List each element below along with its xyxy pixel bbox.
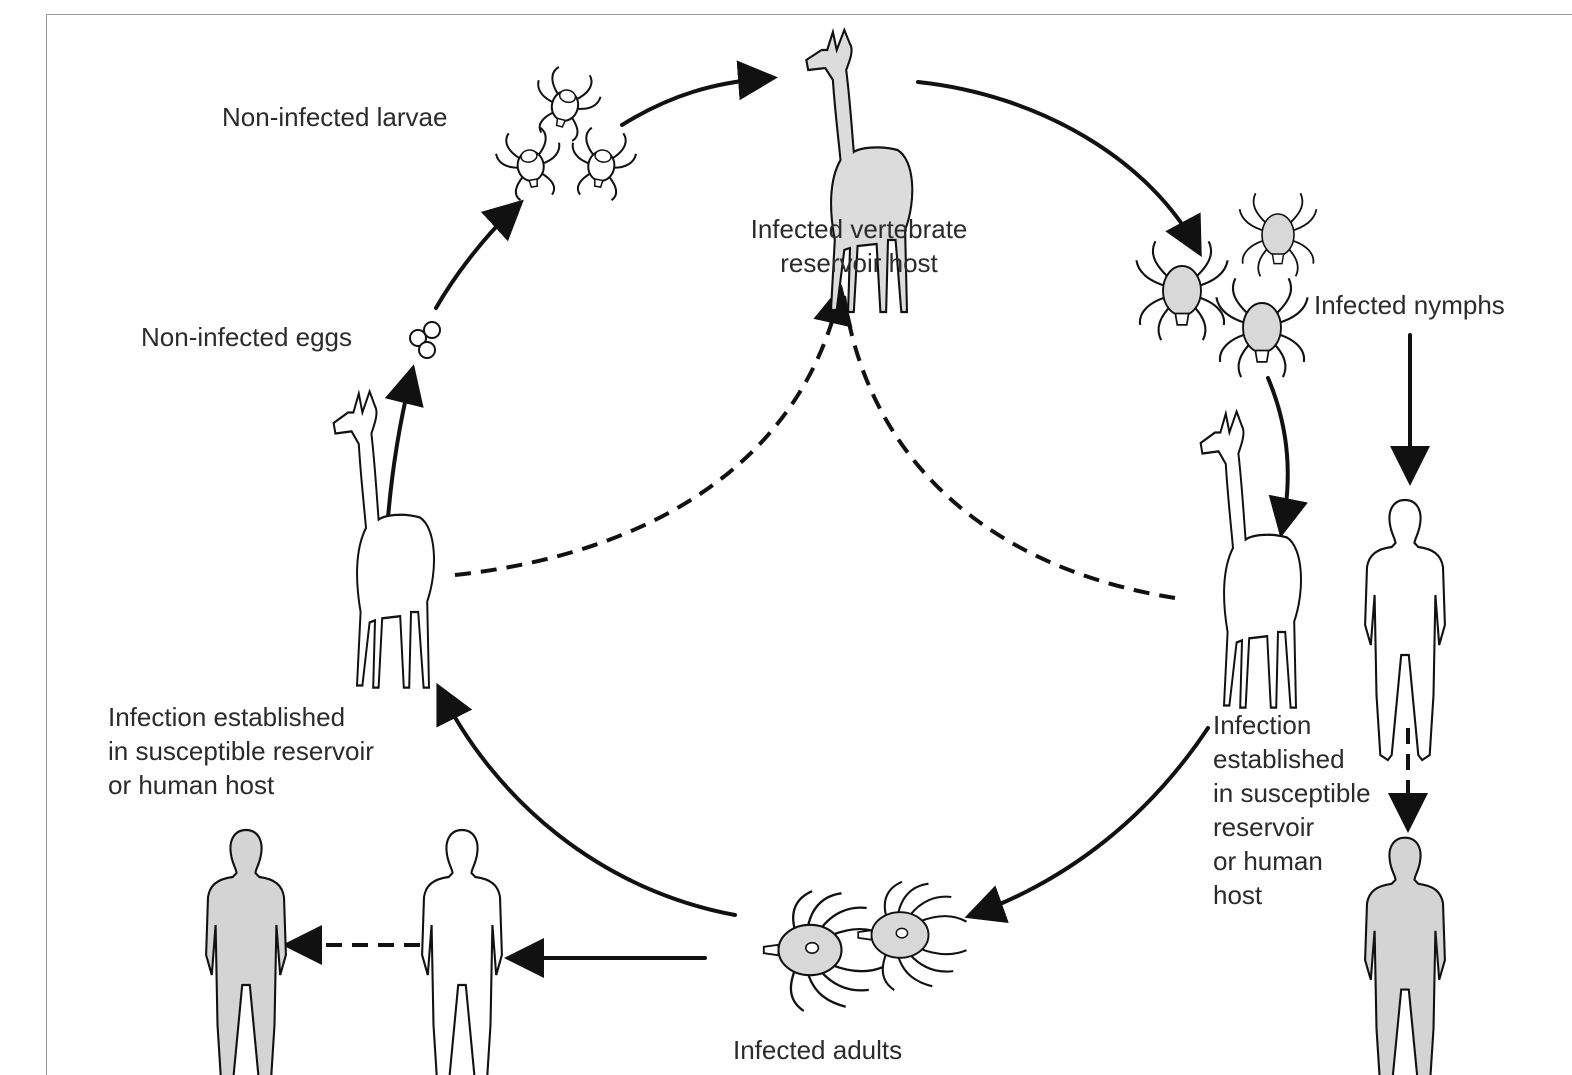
label-reservoir-host-line-2: reservoir host <box>724 246 994 280</box>
arrow-left-host-to-eggs <box>388 372 412 518</box>
arrow-nymphs-to-right-host <box>1268 378 1288 530</box>
nymphs-icon <box>1136 193 1316 377</box>
label-left-infection-established: Infection established in susceptible res… <box>108 700 374 802</box>
label-right-line-2: established <box>1213 742 1371 776</box>
arrow-right-host-to-adults <box>972 728 1208 915</box>
label-non-infected-eggs: Non-infected eggs <box>141 320 352 354</box>
label-left-line-1: Infection established <box>108 700 374 734</box>
label-reservoir-host-line-1: Infected vertebrate <box>724 212 994 246</box>
label-right-line-5: or human <box>1213 844 1371 878</box>
label-right-line-3: in susceptible <box>1213 776 1371 810</box>
label-infected-adults: Infected adults <box>733 1033 902 1067</box>
label-right-line-6: host <box>1213 878 1371 912</box>
label-reservoir-host: Infected vertebrate reservoir host <box>724 212 994 280</box>
person-right-lower <box>1365 838 1445 1075</box>
person-bottom-left <box>206 830 286 1075</box>
dashed-right-to-host <box>844 296 1175 598</box>
label-left-line-2: in susceptible reservoir <box>108 734 374 768</box>
label-infected-nymphs: Infected nymphs <box>1314 288 1505 322</box>
label-non-infected-larvae: Non-infected larvae <box>222 100 447 134</box>
label-right-line-4: reservoir <box>1213 810 1371 844</box>
label-right-infection-established: Infection established in susceptible res… <box>1213 708 1371 912</box>
arrow-eggs-to-larvae <box>436 205 518 308</box>
adults-icon <box>764 882 967 1011</box>
eggs-icon <box>410 322 440 358</box>
label-left-line-3: or human host <box>108 768 374 802</box>
dashed-left-to-host <box>455 292 840 575</box>
arrow-larvae-to-host <box>622 78 770 125</box>
person-bottom-middle <box>422 830 502 1075</box>
left-deer <box>334 392 434 688</box>
label-right-line-1: Infection <box>1213 708 1371 742</box>
larvae-icon <box>493 63 639 203</box>
person-right-upper <box>1365 500 1445 760</box>
